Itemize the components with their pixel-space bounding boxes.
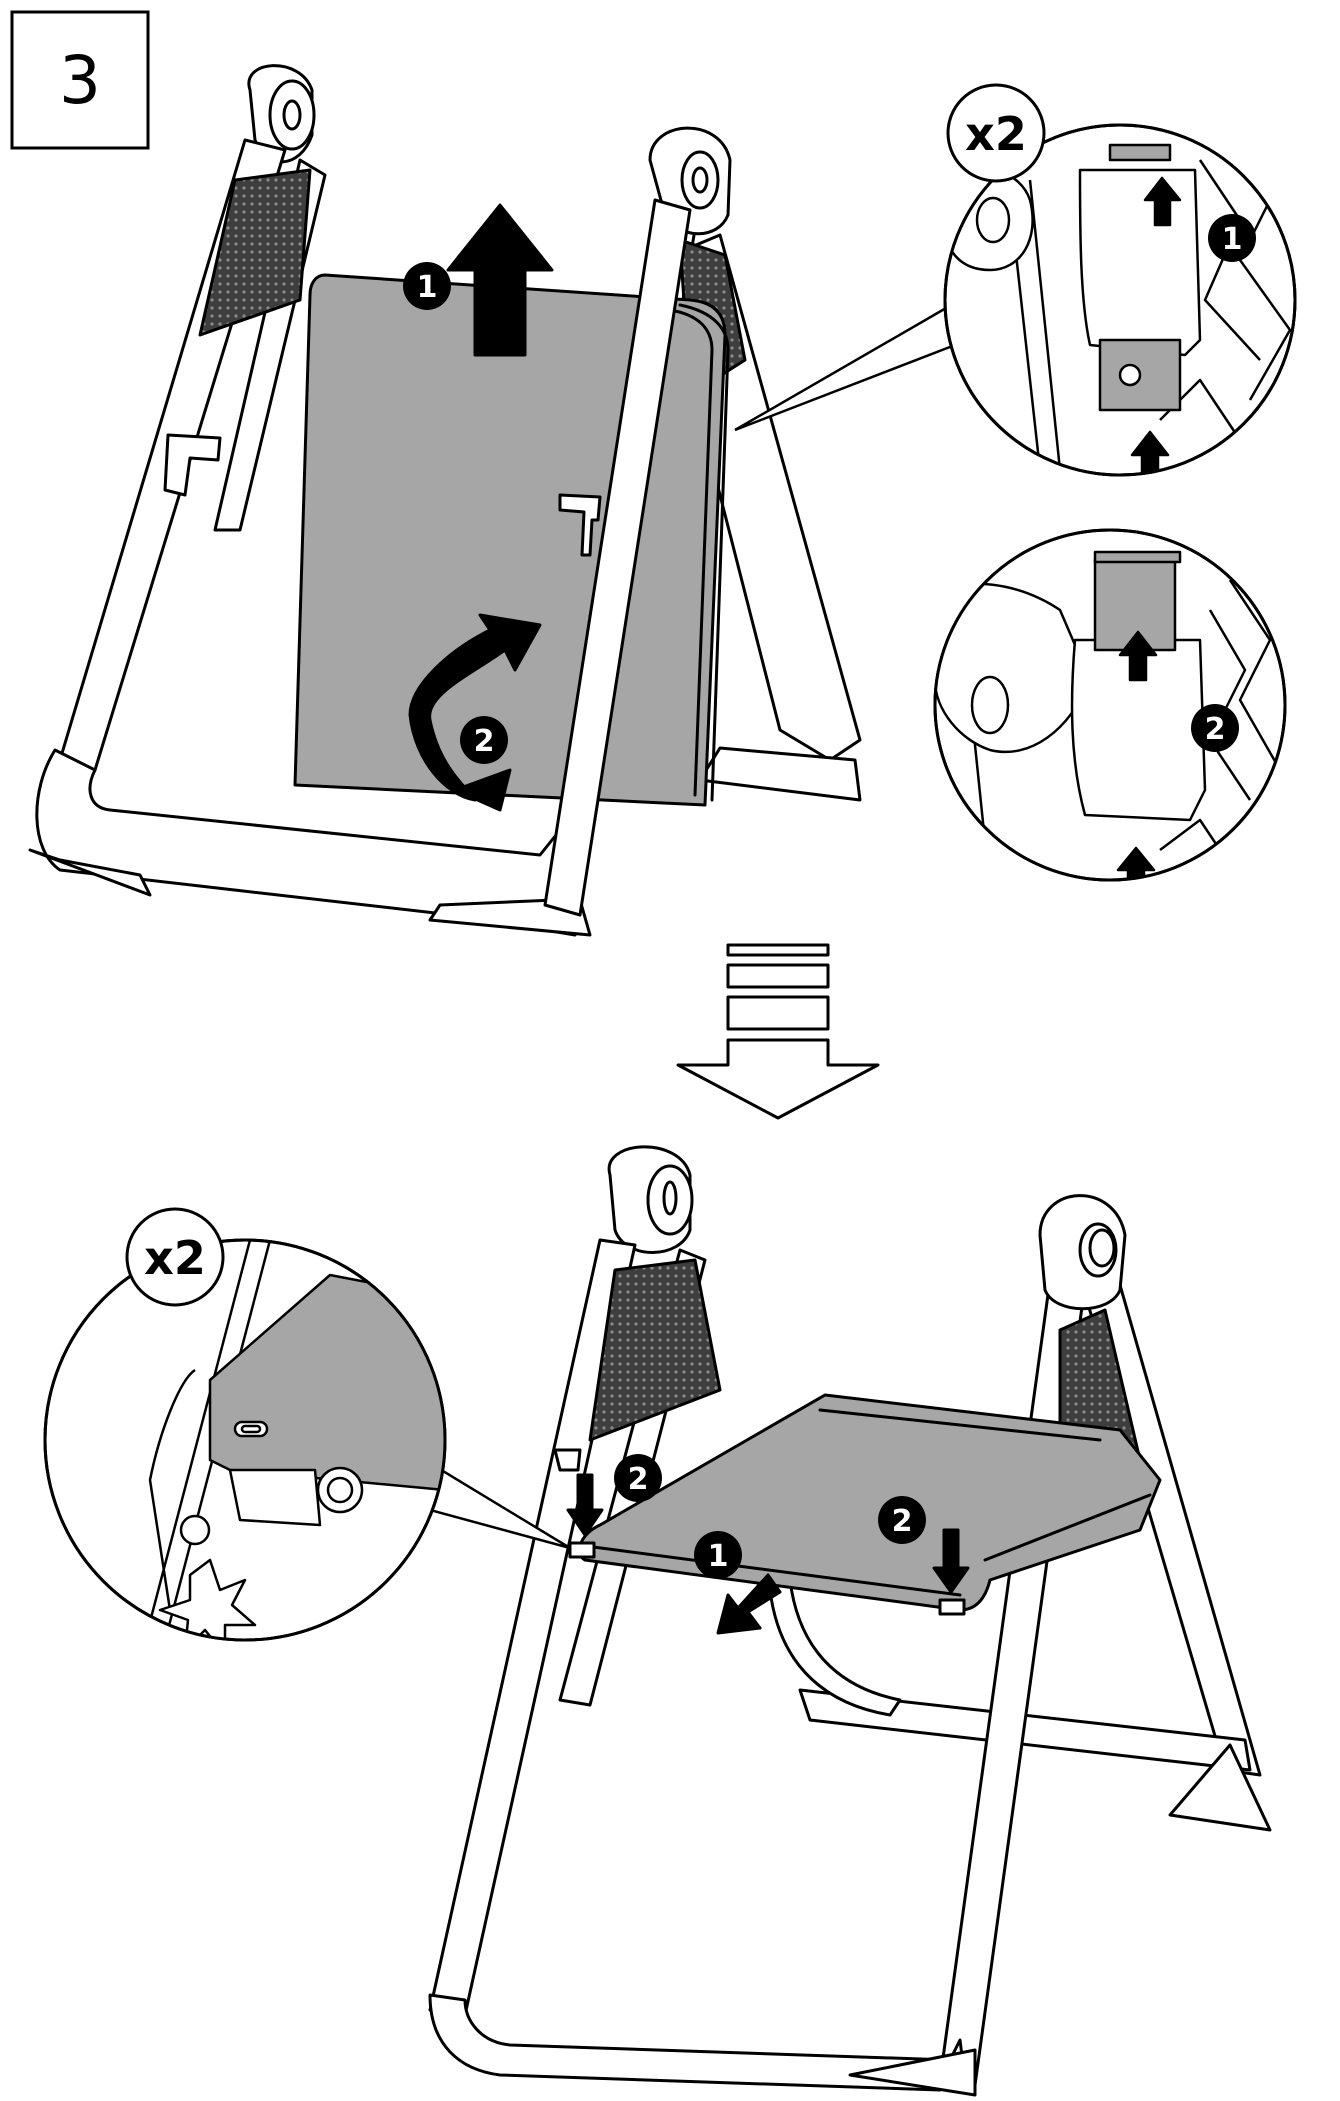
bottom-scene bbox=[428, 1145, 1272, 2097]
top-front-upright bbox=[543, 198, 692, 917]
bottom-callout-2-right: 2 bbox=[878, 1496, 926, 1544]
top-arrow-lift bbox=[446, 203, 554, 357]
top-detail-multiplier-badge: x2 bbox=[946, 83, 1046, 183]
top-detail-callout-2: 2 bbox=[1191, 704, 1239, 752]
svg-text:1: 1 bbox=[708, 1539, 729, 1574]
svg-text:2: 2 bbox=[628, 1462, 649, 1497]
bottom-callout-1: 1 bbox=[694, 1531, 742, 1579]
svg-text:1: 1 bbox=[1222, 222, 1243, 257]
top-detail-circle-1 bbox=[943, 123, 1297, 477]
top-detail-circle-2 bbox=[933, 528, 1287, 882]
top-detail-pointer bbox=[734, 298, 970, 432]
bottom-arrow-pull bbox=[716, 1573, 782, 1635]
svg-text:x2: x2 bbox=[144, 1231, 206, 1285]
bottom-detail-circle bbox=[43, 1238, 447, 1642]
svg-text:1: 1 bbox=[417, 270, 438, 305]
svg-text:x2: x2 bbox=[965, 107, 1027, 161]
top-left-frame bbox=[58, 64, 327, 772]
top-detail-callout-1: 1 bbox=[1208, 214, 1256, 262]
svg-text:2: 2 bbox=[892, 1504, 913, 1539]
step-number: 3 bbox=[59, 42, 101, 119]
bottom-left-mesh bbox=[588, 1258, 722, 1442]
bottom-callout-2-left: 2 bbox=[614, 1454, 662, 1502]
bottom-arrow-down-right bbox=[932, 1528, 970, 1594]
step-number-box: 3 bbox=[10, 10, 150, 150]
top-base bbox=[28, 748, 592, 937]
transition-arrow bbox=[676, 943, 880, 1120]
top-callout-1: 1 bbox=[403, 262, 451, 310]
top-callout-2: 2 bbox=[460, 716, 508, 764]
top-left-mesh bbox=[198, 168, 312, 337]
bottom-arrow-down-left bbox=[566, 1473, 604, 1537]
bottom-base bbox=[428, 1743, 1272, 2097]
bottom-detail-multiplier-badge: x2 bbox=[125, 1207, 225, 1307]
top-scene bbox=[28, 64, 862, 937]
svg-text:2: 2 bbox=[474, 724, 495, 759]
svg-text:2: 2 bbox=[1205, 712, 1226, 747]
top-arrow-rotate bbox=[408, 613, 542, 812]
